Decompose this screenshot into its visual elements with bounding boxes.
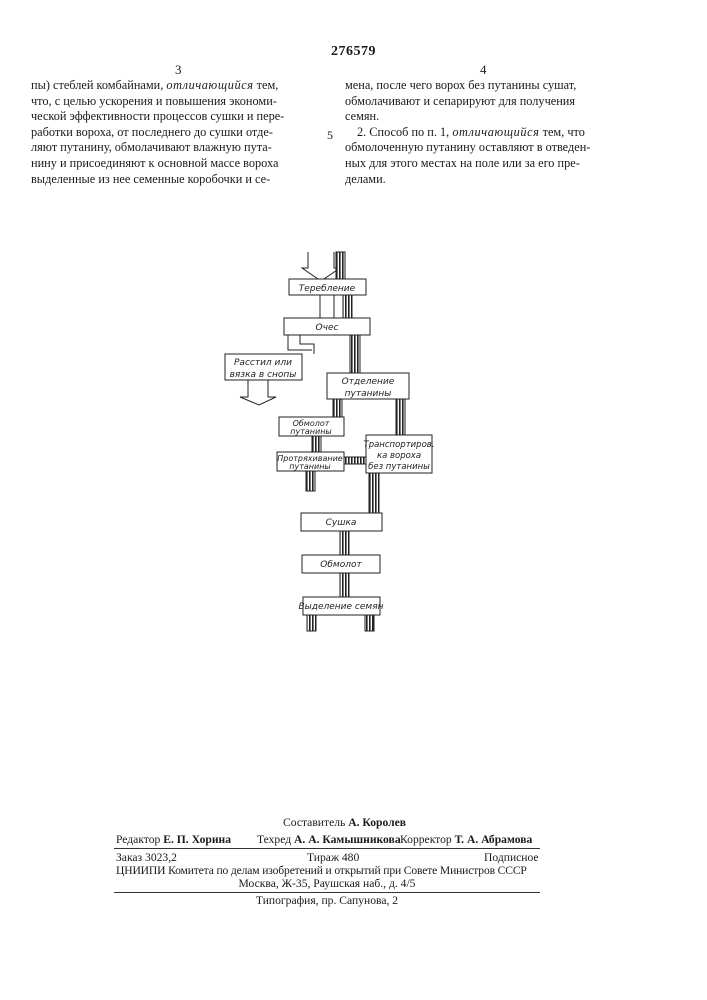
stream-obmolot-protr (312, 436, 321, 452)
circulation: Тираж 480 (307, 851, 359, 865)
compiler-line: Составитель А. Королев (283, 816, 406, 830)
stream-protr-out (306, 471, 315, 491)
stream-hatched (343, 295, 352, 318)
label-transport-1: Транспортиров. (364, 440, 435, 450)
label-otdelenie-2: путанины (345, 389, 392, 399)
org-line: ЦНИИПИ Комитета по делам изобретений и о… (116, 864, 542, 878)
stream-otdel-right (396, 399, 405, 435)
stream-sushka-obmolot (340, 531, 349, 555)
process-flowchart: Теребление Очес Расстил или вязка в сноп… (0, 0, 707, 700)
corrector-name: Т. А. Абрамова (455, 833, 533, 846)
footer-divider-top (114, 848, 540, 849)
compiler-name: А. Королев (348, 816, 406, 829)
label-otdelenie-1: Отделение (342, 377, 395, 387)
editor-label: Редактор (116, 833, 160, 846)
order-number: Заказ 3023,2 (116, 851, 177, 865)
footer-divider-bottom (114, 892, 540, 893)
input-hatched-stream (336, 252, 345, 280)
corrector-label: Корректор (400, 833, 452, 846)
stream-obmolot-vydelenie (340, 573, 349, 597)
techred-line: Техред А. А. Камышникова (257, 833, 401, 847)
editor-name: Е. П. Хорина (163, 833, 231, 846)
label-transport-2: ка вороха (377, 451, 421, 461)
label-sushka: Сушка (326, 518, 357, 528)
stream-out-waste (365, 615, 374, 631)
label-treblenie: Теребление (299, 284, 356, 294)
rasstila-out-arrow (240, 380, 276, 405)
stream-otdel-left (333, 399, 342, 417)
label-transport-3: без путанины (368, 462, 430, 472)
label-rasstila-1: Расстил или (234, 358, 292, 368)
label-obmolot: Обмолот (320, 560, 362, 570)
techred-label: Техред (257, 833, 291, 846)
editor-line: Редактор Е. П. Хорина (116, 833, 231, 847)
address-line: Москва, Ж-35, Раушская наб., д. 4/5 (114, 877, 540, 891)
stream-transport-sushka (369, 473, 379, 513)
label-protryahivanie-2: путанины (289, 462, 331, 471)
stream-hatched-oches (350, 335, 360, 373)
stream-to-rasstila (288, 335, 314, 354)
input-open-arrow (302, 252, 340, 281)
label-obmolot-putaniny-2: путанины (290, 427, 332, 436)
printing-line: Типография, пр. Сапунова, 2 (114, 894, 540, 908)
corrector-line: Корректор Т. А. Абрамова (400, 833, 532, 847)
stream-out-seeds (307, 615, 316, 631)
subscription: Подписное (484, 851, 539, 865)
compiler-label: Составитель (283, 816, 345, 829)
stream-horizontal (344, 457, 366, 464)
label-rasstila-2: вязка в снопы (230, 370, 297, 380)
label-vydelenie: Выделение семян (298, 602, 383, 612)
techred-name: А. А. Камышникова (294, 833, 401, 846)
label-oches: Очес (316, 323, 339, 333)
stream-open (320, 295, 334, 318)
